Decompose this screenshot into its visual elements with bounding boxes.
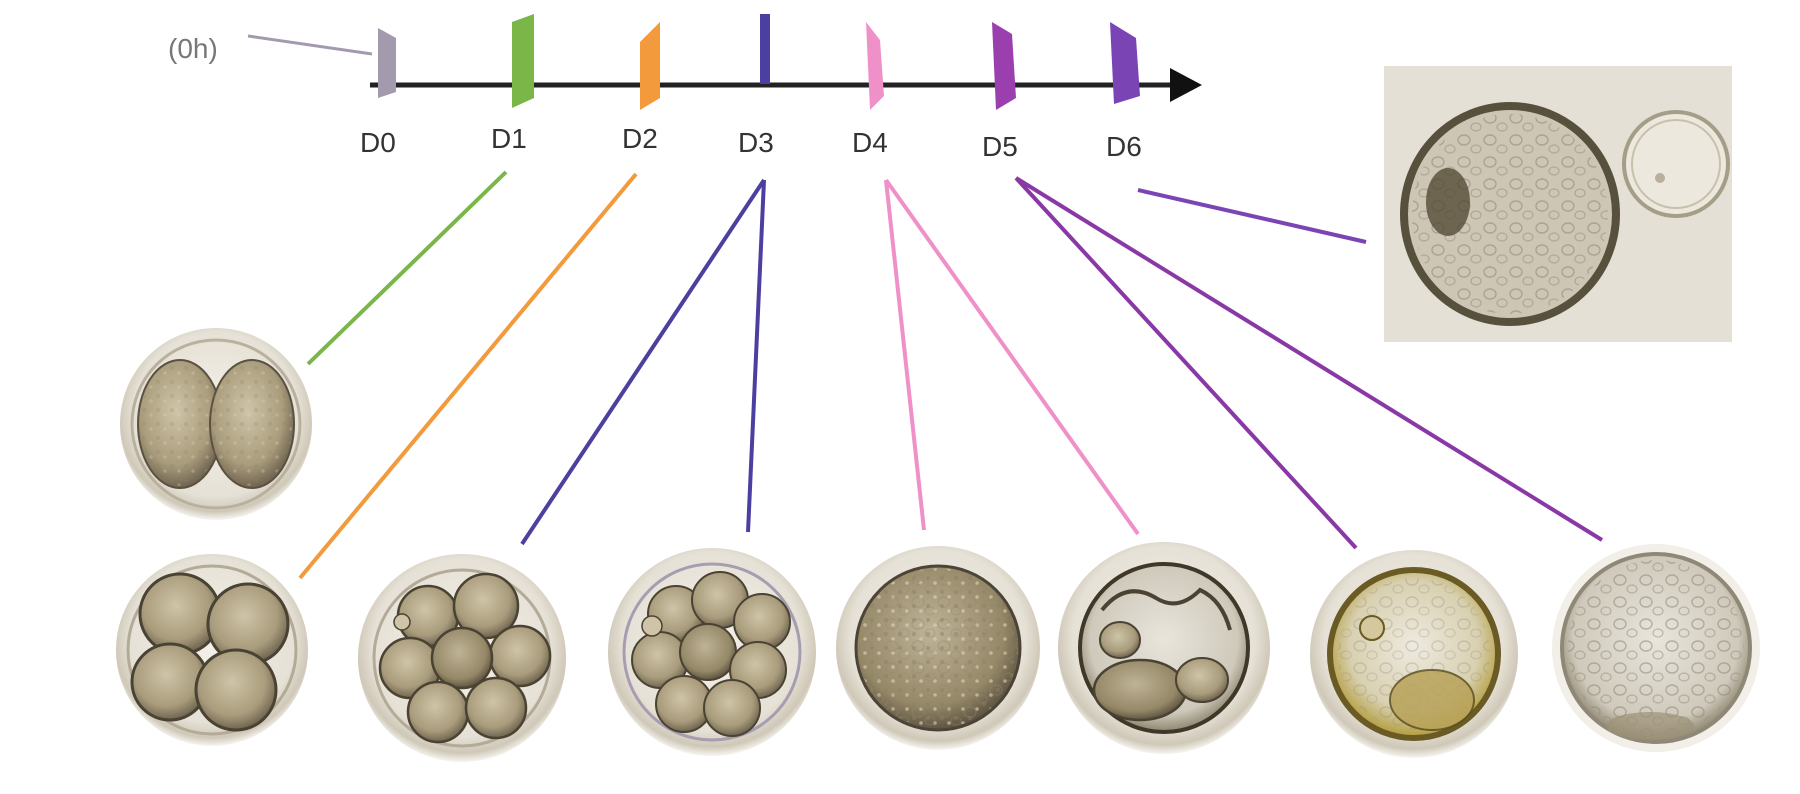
connector-d6 <box>1138 190 1366 242</box>
connector-d1 <box>308 172 506 364</box>
embryo-morula <box>836 546 1040 750</box>
hatching-blastocyst-image <box>1384 66 1732 342</box>
day-label-d5: D5 <box>982 131 1018 162</box>
start-time-leader <box>248 36 372 54</box>
day-label-d6: D6 <box>1106 131 1142 162</box>
day-marker-d3 <box>760 14 770 84</box>
day-label-d2: D2 <box>622 123 658 154</box>
embryo-4-cell <box>116 554 308 746</box>
day-label-d4: D4 <box>852 127 888 158</box>
day-label-d1: D1 <box>491 123 527 154</box>
connector-d4-b <box>886 180 1138 534</box>
connector-d5-a <box>1016 178 1356 548</box>
day-label-d0: D0 <box>360 127 396 158</box>
embryo-blastocyst <box>1310 550 1518 758</box>
connector-d3-a <box>522 180 764 544</box>
day-marker-d2 <box>640 22 660 110</box>
start-time-label: (0h) <box>168 33 218 64</box>
connector-d3-b <box>748 180 764 532</box>
timeline-arrowhead <box>1170 68 1202 102</box>
connector-d2 <box>300 174 636 578</box>
day-label-d3: D3 <box>738 127 774 158</box>
connector-d4-a <box>886 180 924 530</box>
embryo-early-blastocyst <box>1058 542 1270 754</box>
embryo-compacting <box>608 548 816 756</box>
embryo-2-cell <box>120 328 312 520</box>
embryo-expanded-blastocyst <box>1552 544 1760 752</box>
day-marker-d4 <box>866 22 884 110</box>
day-marker-d5 <box>992 22 1016 110</box>
day-marker-d0 <box>378 28 396 98</box>
day-marker-d6 <box>1110 22 1140 104</box>
embryo-8-cell <box>358 554 566 762</box>
day-marker-d1 <box>512 14 534 108</box>
